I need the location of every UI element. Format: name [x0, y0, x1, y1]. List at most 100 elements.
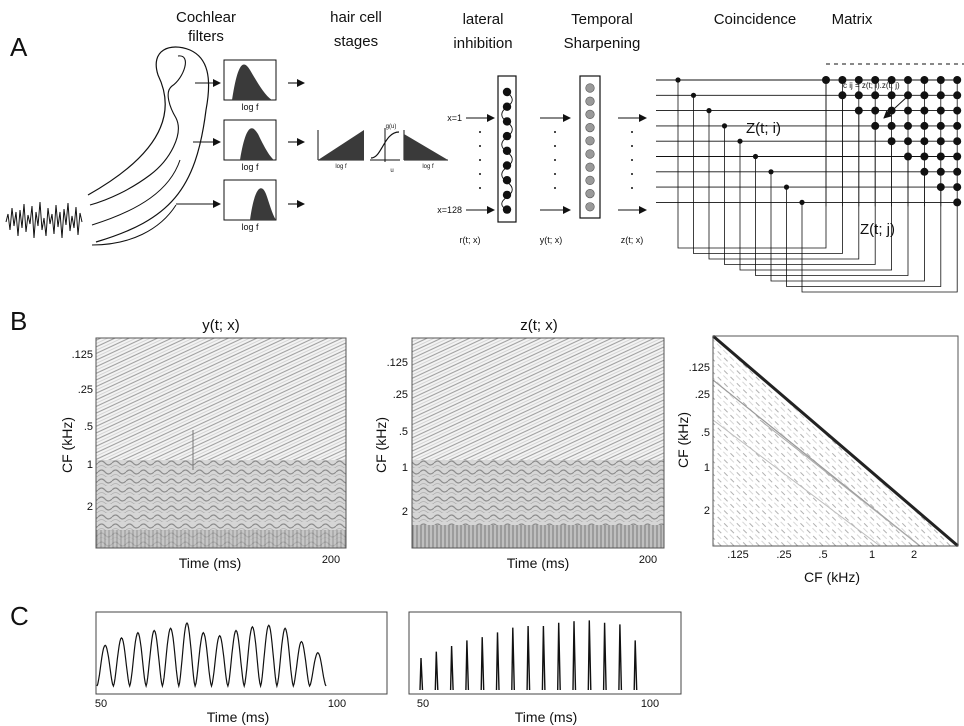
- cochlea-outline: [87, 46, 210, 243]
- matrix-coincidence-node: [838, 76, 847, 84]
- ellipsis-dots-matrix-in: [631, 131, 633, 189]
- hair-stage-left-label: log f: [335, 164, 347, 170]
- matrix-tap-node: [799, 199, 805, 205]
- matrix-coincidence-node: [887, 76, 896, 84]
- panel-b-y-title: y(t; x): [202, 317, 240, 334]
- signal-y-label: y(t; x): [540, 235, 563, 245]
- panel-b-coincidence-y-ticks: .125.25.512: [689, 362, 710, 517]
- matrix-coincidence-node: [822, 76, 830, 84]
- cf-tick-label: 2: [911, 549, 917, 561]
- cochlea-lower-curve: [91, 204, 177, 246]
- sharpening-neuron: [585, 162, 595, 172]
- header-cochlear-line2: filters: [188, 28, 224, 45]
- cf-tick-label: .125: [727, 549, 748, 561]
- matrix-column-feed: [755, 156, 909, 276]
- cochlea-inner-curve: [91, 159, 181, 226]
- panel-c-right-plot: [408, 611, 682, 695]
- cf-tick-label: .25: [776, 549, 791, 561]
- header-cochlear-line1: Cochlear: [176, 9, 236, 26]
- cf-tick-label: 2: [704, 505, 710, 517]
- cf-tick-label: 2: [402, 506, 408, 518]
- matrix-column-feed: [786, 187, 942, 287]
- matrix-coincidence-node: [904, 106, 912, 115]
- sharpening-neuron: [585, 122, 595, 133]
- matrix-coincidence-node: [887, 121, 896, 130]
- matrix-coincidence-node: [920, 137, 929, 146]
- matrix-coincidence-node: [953, 167, 962, 176]
- sharpening-neuron: [585, 109, 595, 119]
- panel-c-right-waveform: [419, 620, 638, 691]
- filter-3-axis-label: log f: [241, 222, 259, 232]
- input-noise-signal: [5, 201, 83, 239]
- temporal-sharpening-neurons: [585, 83, 595, 212]
- hair-cell-stage-lowpass: [403, 130, 448, 161]
- matrix-coincidence-node: [953, 76, 962, 84]
- cf-tick-label: .25: [393, 389, 408, 401]
- panel-a-label: A: [10, 32, 28, 62]
- matrix-coincidence-node: [953, 183, 962, 192]
- panel-b-y-cf-ticks: .125.25.512: [72, 349, 93, 513]
- signal-r-label: r(t; x): [460, 235, 481, 245]
- panel-b-label: B: [10, 306, 27, 336]
- header-matrix: Matrix: [832, 11, 873, 28]
- matrix-coincidence-node: [871, 76, 880, 84]
- matrix-coincidence-node: [871, 121, 880, 130]
- panel-b-z-image: [411, 337, 665, 549]
- matrix-coincidence-node: [936, 76, 945, 84]
- matrix-tap-node: [690, 92, 697, 98]
- signal-z-label: z(t; x): [621, 235, 644, 245]
- cf-tick-label: 2: [87, 501, 93, 513]
- panel-b-z-time-end: 200: [639, 554, 657, 566]
- matrix-coincidence-node: [936, 137, 945, 146]
- cochlear-filter-2: [223, 119, 277, 161]
- cochlear-filter-3: [223, 179, 277, 221]
- sharpening-neuron: [585, 189, 595, 199]
- cochlea-spiral: [89, 55, 186, 206]
- header-lateral-line1: lateral: [463, 11, 504, 28]
- channel-last-label: x=128: [437, 205, 462, 215]
- header-lateral-line2: inhibition: [453, 35, 512, 52]
- panel-b-z-ylabel: CF (kHz): [373, 417, 389, 473]
- matrix-coincidence-node: [953, 137, 962, 146]
- panel-b-y-ylabel: CF (kHz): [59, 417, 75, 473]
- matrix-tap-node: [721, 123, 728, 129]
- sharpening-neuron: [585, 136, 595, 146]
- matrix-coincidence-node: [936, 91, 945, 100]
- panel-c-right-xlabel: Time (ms): [515, 709, 577, 725]
- matrix-coincidence-node: [953, 106, 962, 115]
- hair-cell-stage-highpass: [317, 130, 364, 161]
- coincidence-matrix-nodes: [675, 76, 962, 207]
- matrix-coincidence-node: [920, 121, 929, 130]
- matrix-zj-label: Z(t; j): [860, 221, 895, 238]
- lateral-neuron: [502, 146, 512, 155]
- cf-tick-label: .5: [84, 421, 93, 433]
- matrix-coincidence-node: [904, 137, 912, 146]
- matrix-coincidence-node: [871, 106, 880, 115]
- sharpening-neuron: [585, 175, 595, 185]
- cf-tick-label: 1: [869, 549, 875, 561]
- filter-1-axis-label: log f: [241, 102, 259, 112]
- matrix-coincidence-node: [920, 91, 929, 100]
- panel-b-coincidence-image: [712, 334, 959, 548]
- panel-c-left-waveform: [96, 622, 327, 689]
- cf-tick-label: .125: [72, 349, 93, 361]
- matrix-coincidence-node: [936, 106, 945, 115]
- panel-c-left-plot: [95, 611, 388, 695]
- ellipsis-dots-temporal-in: [554, 131, 556, 189]
- matrix-cij-pointer: [883, 95, 909, 119]
- panel-b-z-title: z(t; x): [520, 317, 558, 334]
- cf-tick-label: .125: [689, 362, 710, 374]
- hair-stage-mid-top-label: g(u): [386, 124, 397, 130]
- header-hair-line1: hair cell: [330, 9, 382, 26]
- matrix-coincidence-node: [920, 152, 929, 161]
- panel-c-label: C: [10, 601, 29, 631]
- matrix-coincidence-node: [904, 76, 912, 84]
- hair-stage-right-label: log f: [422, 164, 434, 170]
- matrix-cij-label: c ij = z(t; i).z(t; j): [843, 81, 900, 90]
- matrix-column-feed: [708, 110, 860, 260]
- matrix-coincidence-node: [936, 121, 945, 130]
- matrix-coincidence-node: [953, 121, 962, 130]
- ellipsis-dots-lateral-in: [479, 131, 481, 189]
- matrix-column-feed: [724, 125, 876, 265]
- matrix-coincidence-node: [871, 91, 880, 100]
